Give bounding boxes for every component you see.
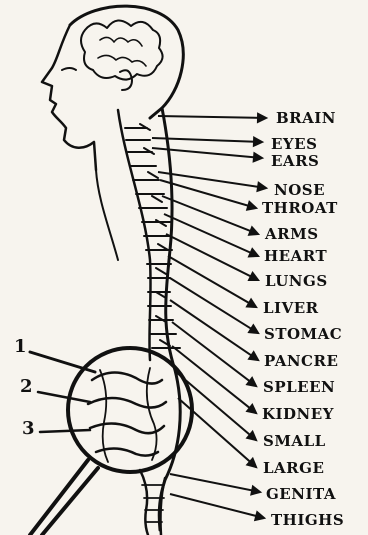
nerve-line-17 [170,494,264,518]
nerve-arrowhead-7 [249,249,258,256]
nerve-arrowhead-5 [247,202,256,210]
nerve-line-7 [164,214,258,256]
nerve-arrowhead-6 [249,227,258,234]
eye-mark [62,68,76,70]
label-nose: NOSE [274,183,325,198]
nerve-arrowhead-17 [255,512,264,520]
sacrum [140,470,165,535]
label-lungs: LUNGS [265,274,328,289]
label-spleen: SPLEEN [263,380,335,395]
callout-number-3: 3 [22,420,35,438]
label-ears: EARS [271,154,319,169]
label-small: SMALL [263,434,326,449]
nerve-line-9 [168,256,256,307]
nerve-arrowhead-11 [249,352,258,360]
nerve-line-6 [162,196,258,234]
label-liver: LIVER [263,301,319,316]
label-brain: BRAIN [276,111,336,126]
label-pancreas: PANCRE [264,354,338,369]
magnifier-lens [68,348,192,472]
nerve-line-10 [170,278,258,333]
label-thighs: THIGHS [271,513,344,528]
brain-inner [98,37,146,66]
callout-line-1 [30,352,95,372]
callout-number-2: 2 [20,378,33,396]
label-eyes: EYES [271,137,317,152]
nerve-arrowhead-2 [254,138,262,146]
magnifier-handle [30,460,98,535]
nerve-arrowhead-8 [249,273,258,280]
label-genital: GENITA [266,487,336,502]
nerve-line-16 [170,474,260,492]
nerve-line-8 [166,234,258,280]
label-heart: HEART [264,249,327,264]
label-kidney: KIDNEY [262,407,334,422]
nerve-arrowhead-1 [258,114,266,122]
label-large: LARGE [263,461,324,476]
nerve-arrowhead-9 [247,300,256,307]
label-arms: ARMS [265,227,319,242]
face-profile [42,25,96,170]
neck-front [96,170,118,260]
nerve-arrowhead-3 [254,153,262,161]
nerve-arrowhead-10 [249,325,258,333]
label-stomach: STOMAC [264,327,342,342]
nerve-line-1 [158,116,266,118]
nerve-arrowhead-4 [258,183,266,191]
nerve-line-12 [172,322,256,386]
magnified-vertebrae [88,372,166,455]
callout-number-1: 1 [14,338,27,356]
callout-line-3 [40,430,90,432]
nerve-arrowhead-16 [251,487,260,495]
nerve-line-4 [158,172,266,188]
callout-line-2 [38,392,90,402]
label-throat: THROAT [262,201,338,216]
